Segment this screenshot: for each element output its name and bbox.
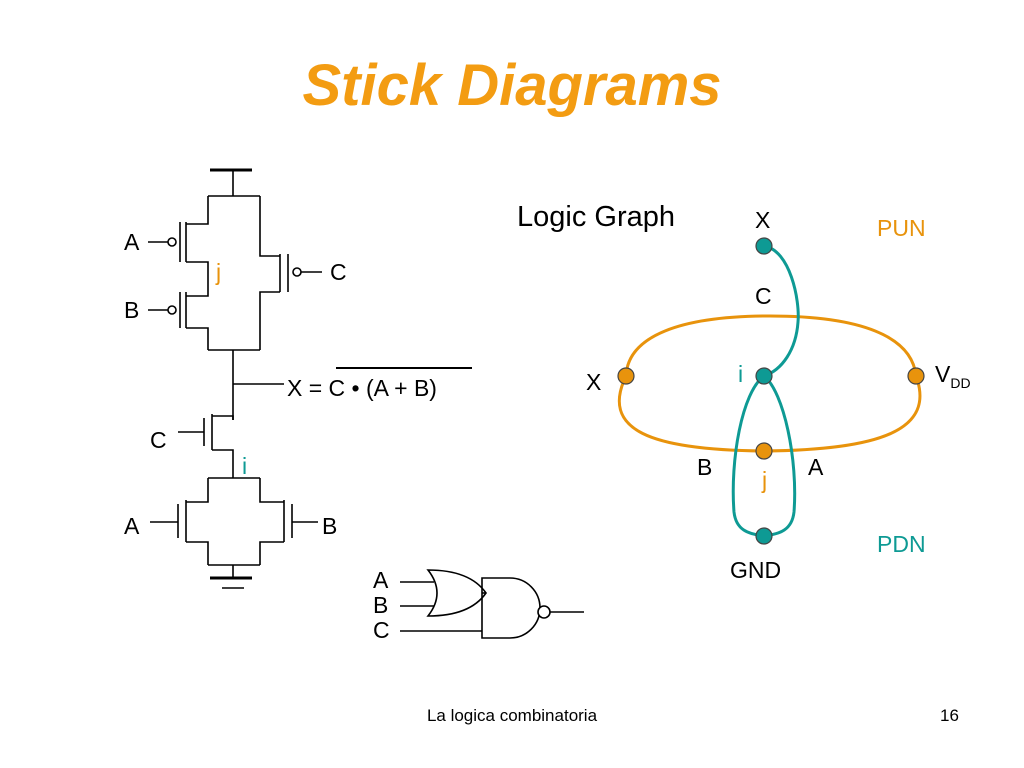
vdd-label-sub: DD xyxy=(950,375,970,391)
page-number: 16 xyxy=(940,706,959,725)
gate-input-a-label: A xyxy=(373,567,389,593)
pun-edge-b xyxy=(617,375,765,453)
pmos-transistor-b xyxy=(148,286,209,350)
graph-edge-a-label: A xyxy=(808,454,824,480)
graph-node-vdd xyxy=(907,367,925,385)
pdn-edge-a xyxy=(762,374,797,538)
nmos-transistor-a xyxy=(150,478,209,565)
or-gate xyxy=(426,569,487,617)
pun-label: PUN xyxy=(877,215,926,241)
logic-graph-labels: Logic Graph X C X i VDD B j A GND PUN PD… xyxy=(517,201,971,583)
nmos-transistor-b xyxy=(259,478,318,565)
pmos-a-label: A xyxy=(124,229,140,255)
node-i-label: i xyxy=(242,453,247,479)
nmos-b-label: B xyxy=(322,513,337,539)
pmos-transistor-c xyxy=(259,196,322,350)
graph-top-x-label: X xyxy=(755,207,770,233)
logic-graph-nodes xyxy=(617,237,925,545)
logic-graph-title: Logic Graph xyxy=(517,201,675,233)
nmos-a-label: A xyxy=(124,513,140,539)
nmos-transistor-c xyxy=(178,414,234,478)
pdn-label: PDN xyxy=(877,531,926,557)
graph-gnd-label: GND xyxy=(730,557,781,583)
pun-edge-c xyxy=(624,314,918,377)
gate-input-c-label: C xyxy=(373,617,390,643)
graph-node-gnd xyxy=(755,527,773,545)
graph-edge-c-label: C xyxy=(755,283,772,309)
vdd-label-main: V xyxy=(935,361,951,387)
pun-edge-a xyxy=(763,375,922,453)
graph-vdd-label: VDD xyxy=(935,361,971,391)
pdn-edge-b xyxy=(731,374,765,538)
graph-node-x-top xyxy=(755,237,773,255)
graph-node-j xyxy=(755,442,773,460)
graph-left-x-label: X xyxy=(586,369,601,395)
pmos-transistor-a xyxy=(148,196,209,286)
nand-bubble xyxy=(537,605,551,619)
nand-gate xyxy=(481,577,541,639)
pmos-c-label: C xyxy=(330,259,347,285)
graph-node-j-label: j xyxy=(761,467,767,493)
schematic-labels: A B C j X = C • (A + B) C i A B xyxy=(124,229,437,539)
graph-edge-b-label: B xyxy=(697,454,712,480)
gate-labels: A B C xyxy=(373,567,390,643)
gate-input-b-label: B xyxy=(373,592,388,618)
slide-title: Stick Diagrams xyxy=(302,53,722,118)
pmos-b-label: B xyxy=(124,297,139,323)
graph-node-i xyxy=(755,367,773,385)
nmos-c-label: C xyxy=(150,427,167,453)
footer-caption: La logica combinatoria xyxy=(426,706,598,725)
output-expression: X = C • (A + B) xyxy=(287,375,437,401)
graph-node-x-left xyxy=(617,367,635,385)
node-j-label: j xyxy=(215,259,221,285)
pdn-edge-c xyxy=(763,244,800,378)
cmos-schematic xyxy=(148,168,472,589)
logic-graph xyxy=(617,244,922,538)
logic-gate-diagram xyxy=(400,569,584,639)
graph-node-i-label: i xyxy=(738,361,743,387)
